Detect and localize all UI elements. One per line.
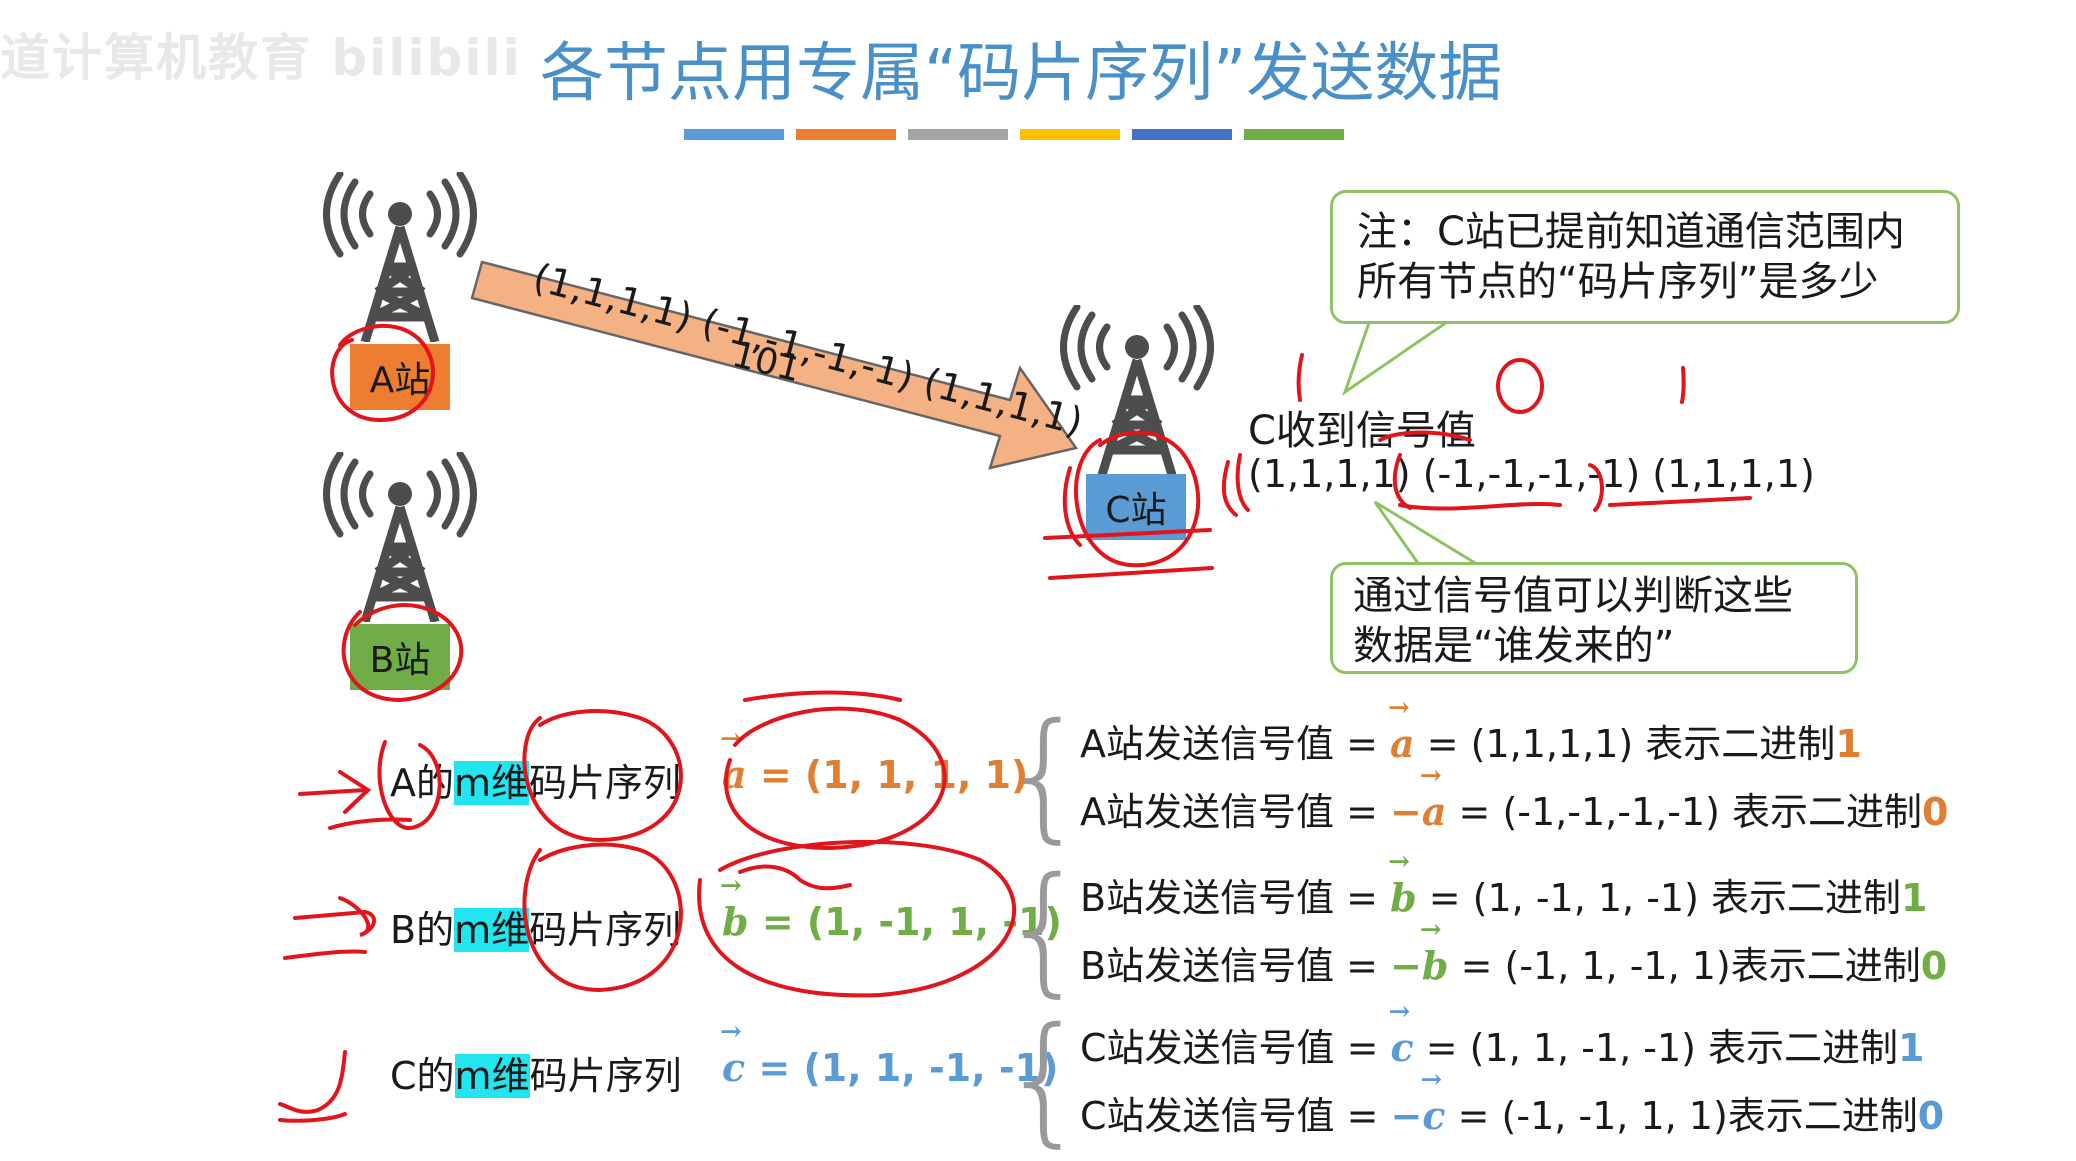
received-sequence: (1,1,1,1) (-1,-1,-1,-1) (1,1,1,1)	[1248, 452, 1815, 496]
row-c-send-0-rest: = (-1, -1, 1, 1)表示二进制	[1445, 1094, 1918, 1138]
row-a-label: A的m维码片序列	[390, 752, 681, 807]
row-b-send-1: B站发送信号值 = b = (1, -1, 1, -1) 表示二进制1	[1080, 867, 1927, 922]
received-label: C收到信号值	[1248, 408, 1476, 454]
identify-callout: 通过信号值可以判断这些 数据是“谁发来的”	[1330, 562, 1858, 674]
note-callout: 注：C站已提前知道通信范围内 所有节点的“码片序列”是多少	[1330, 190, 1960, 324]
row-c-send-0-vec: c	[1422, 1093, 1445, 1138]
underline-station-c	[1048, 566, 1214, 580]
identify-callout-tail	[1373, 500, 1486, 570]
row-a-send-0-neg: −	[1390, 790, 1422, 834]
row-a-send-1-prefix: A站发送信号值 =	[1080, 722, 1390, 766]
row-b-brace: {	[1000, 848, 1090, 1011]
row-b-label: B的m维码片序列	[390, 899, 681, 954]
vector-b-symbol: b	[722, 899, 749, 944]
row-c-send-1-bit: 1	[1898, 1026, 1925, 1070]
row-b-send-0-prefix: B站发送信号值 =	[1080, 944, 1391, 988]
vector-c-value: = (1, 1, -1, -1)	[758, 1046, 1059, 1090]
row-b-send-0: B站发送信号值 = −b = (-1, 1, -1, 1)表示二进制0	[1080, 935, 1947, 990]
identify-line-2: 数据是“谁发来的”	[1353, 623, 1675, 669]
note-line-1: 注：C站已提前知道通信范围内	[1357, 209, 1905, 255]
row-a-send-0-prefix: A站发送信号值 =	[1080, 790, 1390, 834]
note-line-2: 所有节点的“码片序列”是多少	[1357, 259, 1879, 305]
row-a-m-dim: m维	[454, 761, 530, 805]
color-bar-green	[1244, 129, 1344, 140]
row-b-send-1-rest: = (1, -1, 1, -1) 表示二进制	[1416, 876, 1901, 920]
color-bar-yellow	[1020, 129, 1120, 140]
row-b-m-dim: m维	[454, 908, 530, 952]
row-a-send-1-vec: a	[1390, 721, 1415, 766]
transmission-arrow	[470, 260, 1079, 470]
row-c-prefix: C的	[390, 1054, 455, 1098]
row-b-send-1-vec: b	[1390, 875, 1417, 920]
identify-line-1: 通过信号值可以判断这些	[1353, 573, 1793, 619]
station-c-box: C站	[1086, 474, 1186, 540]
row-b-send-0-vec: b	[1422, 943, 1449, 988]
vector-a-value: = (1, 1, 1, 1)	[759, 753, 1029, 797]
row-a-send-1-bit: 1	[1835, 722, 1862, 766]
row-a-prefix: A的	[390, 761, 454, 805]
row-a-suffix: 码片序列	[529, 761, 682, 805]
station-b-box: B站	[350, 624, 450, 690]
watermark: 道计算机教育 bilibili	[0, 29, 522, 87]
row-a-send-0-bit: 0	[1922, 790, 1949, 834]
row-b-suffix: 码片序列	[529, 908, 682, 952]
row-c-brace: {	[1000, 998, 1090, 1161]
row-b-send-0-neg: −	[1390, 944, 1422, 988]
row-c-send-0: C站发送信号值 = −c = (-1, -1, 1, 1)表示二进制0	[1080, 1085, 1944, 1140]
row-c-send-1-prefix: C站发送信号值 =	[1080, 1026, 1391, 1070]
vector-c-symbol: c	[722, 1045, 745, 1090]
row-c-label: C的m维码片序列	[390, 1045, 682, 1100]
color-bar-blue	[684, 129, 784, 140]
row-c-send-1-vec: c	[1391, 1025, 1414, 1070]
color-bar-orange	[796, 129, 896, 140]
vector-a-symbol: a	[722, 752, 747, 797]
row-b-send-1-bit: 1	[1901, 876, 1928, 920]
row-c-send-0-neg: −	[1390, 1094, 1423, 1138]
row-c-send-0-bit: 0	[1917, 1094, 1945, 1138]
color-bar-gray	[908, 129, 1008, 140]
row-c-send-0-prefix: C站发送信号值 =	[1080, 1094, 1391, 1138]
row-a-send-0-vec: a	[1422, 789, 1447, 834]
row-a-send-1: A站发送信号值 = a = (1,1,1,1) 表示二进制1	[1080, 713, 1862, 768]
row-a-send-1-rest: = (1,1,1,1) 表示二进制	[1414, 722, 1836, 766]
ink-one-left	[1296, 353, 1304, 402]
row-c-suffix: 码片序列	[529, 1054, 682, 1098]
row-c-vector: c = (1, 1, -1, -1)	[722, 1045, 1058, 1090]
row-c-m-dim: m维	[454, 1054, 530, 1098]
received-seq-2: (-1,-1,-1,-1)	[1422, 452, 1641, 496]
ink-one-right	[1680, 366, 1686, 404]
antenna-tower-icon-a	[323, 172, 477, 342]
row-b-send-1-prefix: B站发送信号值 =	[1080, 876, 1391, 920]
received-seq-3: (1,1,1,1)	[1652, 452, 1815, 496]
row-b-prefix: B的	[390, 908, 455, 952]
received-seq-1: (1,1,1,1)	[1248, 452, 1411, 496]
color-bar-darkblue	[1132, 129, 1232, 140]
row-c-send-1: C站发送信号值 = c = (1, 1, -1, -1) 表示二进制1	[1080, 1017, 1924, 1072]
row-a-vector: a = (1, 1, 1, 1)	[722, 752, 1028, 797]
station-a-box: A站	[350, 344, 450, 410]
slide-title: 各节点用专属“码片序列”发送数据	[540, 37, 1503, 111]
row-a-send-0: A站发送信号值 = −a = (-1,-1,-1,-1) 表示二进制0	[1080, 781, 1948, 836]
row-a-brace: {	[1000, 694, 1090, 857]
antenna-tower-icon-b	[323, 452, 477, 622]
row-b-send-0-bit: 0	[1920, 944, 1948, 988]
row-c-send-1-rest: = (1, 1, -1, -1) 表示二进制	[1413, 1026, 1899, 1070]
row-a-send-0-rest: = (-1,-1,-1,-1) 表示二进制	[1446, 790, 1922, 834]
row-b-send-0-rest: = (-1, 1, -1, 1)表示二进制	[1448, 944, 1921, 988]
